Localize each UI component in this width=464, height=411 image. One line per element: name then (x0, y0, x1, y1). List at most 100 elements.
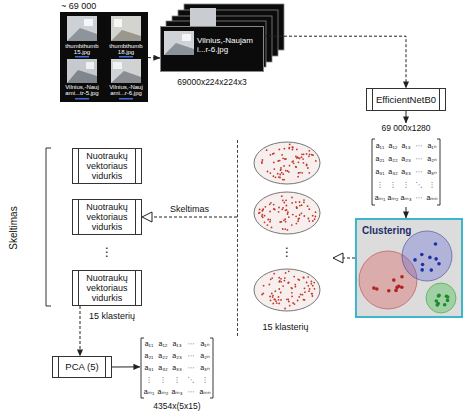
data-point (284, 280, 286, 282)
process-bar (58, 357, 59, 377)
data-point (282, 173, 284, 175)
thumbnail-detail (111, 71, 141, 83)
data-point (400, 275, 404, 279)
data-point (262, 159, 264, 161)
data-point (280, 281, 282, 283)
data-point (279, 174, 281, 176)
data-point (282, 199, 284, 201)
data-point (307, 276, 309, 278)
data-point (298, 296, 300, 298)
data-point (281, 172, 283, 174)
data-point (269, 284, 271, 286)
data-point (292, 302, 294, 304)
data-point (265, 206, 267, 208)
data-point (262, 210, 264, 212)
matrix-cell: a₃₂ (388, 168, 397, 175)
data-point (298, 279, 300, 281)
data-point (295, 156, 297, 158)
data-point (413, 258, 417, 262)
flow-arrow (80, 306, 81, 356)
data-point (302, 158, 304, 160)
data-point (294, 303, 296, 305)
data-point (285, 272, 287, 274)
matrix-cell: ⋯ (416, 155, 423, 162)
matrix-cell: a₁ₙ (200, 340, 209, 347)
matrix-size: 69 000x1280 (358, 123, 454, 133)
data-point (421, 263, 425, 267)
data-point (286, 205, 288, 207)
data-point (306, 165, 308, 167)
data-point (299, 205, 301, 207)
data-point (309, 288, 311, 290)
data-point (303, 299, 305, 301)
process-bar (105, 357, 106, 377)
data-point (302, 294, 304, 296)
process-box: Nuotraukų vektoriaus vidurkis (72, 199, 142, 235)
matrix-cell: a₂₁ (145, 352, 154, 359)
data-point (273, 175, 275, 177)
data-point (278, 281, 280, 283)
data-point (312, 220, 314, 222)
data-point (259, 209, 261, 211)
group-bracket (46, 148, 51, 306)
data-point (284, 308, 286, 310)
data-point (308, 150, 310, 152)
thumbnail-caption: thumbthumb15.jpg (64, 43, 100, 56)
data-point (282, 157, 284, 159)
flow-arrow (112, 366, 140, 367)
data-point (288, 282, 290, 284)
matrix-cell: ⋯ (188, 352, 195, 359)
matrix-cell: a₂₁ (376, 155, 385, 162)
data-point (400, 286, 404, 290)
data-point (278, 296, 280, 298)
data-point (298, 157, 300, 159)
matrix-cell: a₃₃ (172, 364, 182, 371)
data-point (303, 277, 305, 279)
data-point (436, 302, 440, 306)
process-box: Nuotraukų vektoriaus vidurkis (72, 270, 142, 306)
data-point (300, 294, 302, 296)
data-point (308, 218, 310, 220)
data-point (285, 170, 287, 172)
ellipsis-mark: ⋮ (281, 246, 293, 259)
process-bar (78, 200, 79, 234)
data-point (262, 208, 264, 210)
process-bar (135, 149, 136, 183)
card-thumbnail (164, 31, 194, 55)
data-point (311, 154, 313, 156)
data-point (291, 146, 293, 148)
matrix-cell: ⋯ (416, 194, 423, 201)
data-point (276, 302, 278, 304)
data-point (287, 229, 289, 231)
data-point (303, 162, 305, 164)
data-point (288, 216, 290, 218)
data-point (278, 299, 280, 301)
data-point (297, 300, 299, 302)
data-point (264, 221, 266, 223)
data-point (301, 156, 303, 158)
process-bar (372, 89, 373, 110)
data-point (314, 218, 316, 220)
data-point (293, 162, 295, 164)
matrix-cell: ⋯ (416, 142, 423, 149)
thumbnail-caption: Vilnius,-Naujami...tr-5.jpg (64, 84, 100, 97)
data-point (279, 177, 281, 179)
data-point (291, 288, 293, 290)
data-point (285, 199, 287, 201)
process-bar (439, 89, 440, 110)
matrix-cell: aₘₙ (199, 388, 210, 395)
cluster-region (402, 231, 452, 281)
data-point (291, 202, 293, 204)
data-point (392, 278, 396, 282)
data-point (298, 161, 300, 163)
data-point (294, 284, 296, 286)
data-point (278, 207, 280, 209)
data-point (420, 253, 424, 257)
matrix-cell: ⋮ (174, 376, 181, 383)
matrix-cell: aₘ₃ (171, 388, 182, 395)
data-point (315, 211, 317, 213)
matrix-size: 4354x(5x15) (128, 401, 226, 411)
file-name: Vilnius,-Naujami...r-6.jpg (197, 36, 260, 54)
cluster-count: 15 klasterių (89, 312, 135, 321)
thumbnail-detail (111, 30, 141, 41)
